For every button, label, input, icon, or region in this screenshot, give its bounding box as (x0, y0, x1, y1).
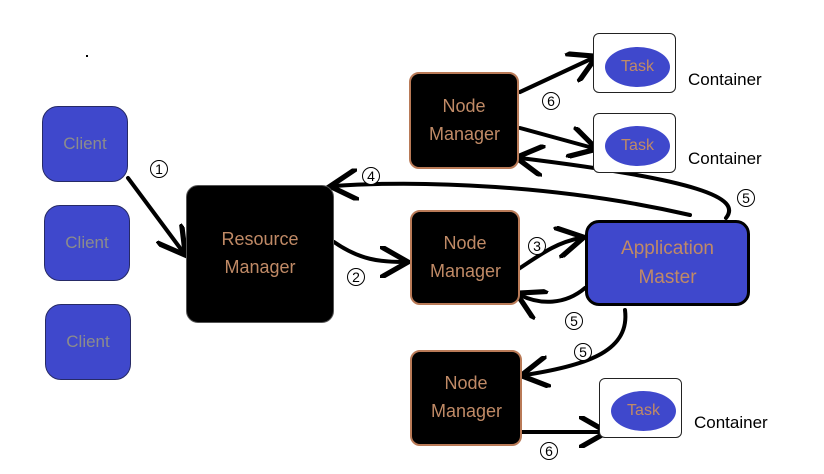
node-manager-1-label: Node Manager (429, 95, 501, 144)
resource-manager[interactable]: Resource Manager (186, 185, 334, 323)
container-label-2: Container (688, 149, 762, 168)
resource-manager-label: Resource Manager (221, 229, 299, 277)
step-5-label-b: 5 (565, 312, 583, 330)
task-3[interactable]: Task (611, 391, 676, 431)
application-master[interactable]: Application Master (585, 220, 750, 306)
task-2[interactable]: Task (605, 126, 670, 166)
node-manager-2-label: Node Manager (430, 232, 502, 281)
arrow-am-to-nm1 (520, 158, 732, 220)
node-manager-3-label: Node Manager (431, 373, 503, 421)
step-6-label-a: 6 (542, 92, 560, 110)
arrow-am-to-nm3 (525, 308, 628, 375)
arrow-nm1-to-task1 (518, 58, 593, 94)
node-manager-2[interactable]: Node Manager (410, 210, 520, 305)
step-5-label-a: 5 (737, 189, 755, 207)
stray-dot (86, 55, 88, 57)
application-master-label: Application Master (621, 237, 714, 288)
step-5-label-c: 5 (574, 343, 592, 361)
step-4-label: 4 (362, 167, 380, 185)
step-2-label: 2 (347, 268, 365, 286)
node-manager-1[interactable]: Node Manager (409, 72, 519, 169)
arrow-rm-to-nm2 (332, 240, 404, 262)
client-3[interactable]: Client (45, 304, 131, 380)
arrow-client-to-rm (126, 176, 183, 252)
step-3-label: 3 (528, 237, 546, 255)
task-1[interactable]: Task (605, 47, 670, 87)
container-label-1: Container (688, 70, 762, 89)
arrow-nm1-to-task2 (518, 126, 593, 148)
arrow-am-to-nm2 (520, 286, 587, 302)
step-6-label-b: 6 (540, 442, 558, 460)
step-1-label: 1 (150, 160, 168, 178)
arrow-nm2-to-am (515, 238, 580, 272)
node-manager-3[interactable]: Node Manager (410, 350, 522, 446)
client-2[interactable]: Client (44, 205, 130, 281)
client-1[interactable]: Client (42, 106, 128, 182)
container-label-3: Container (694, 413, 768, 432)
